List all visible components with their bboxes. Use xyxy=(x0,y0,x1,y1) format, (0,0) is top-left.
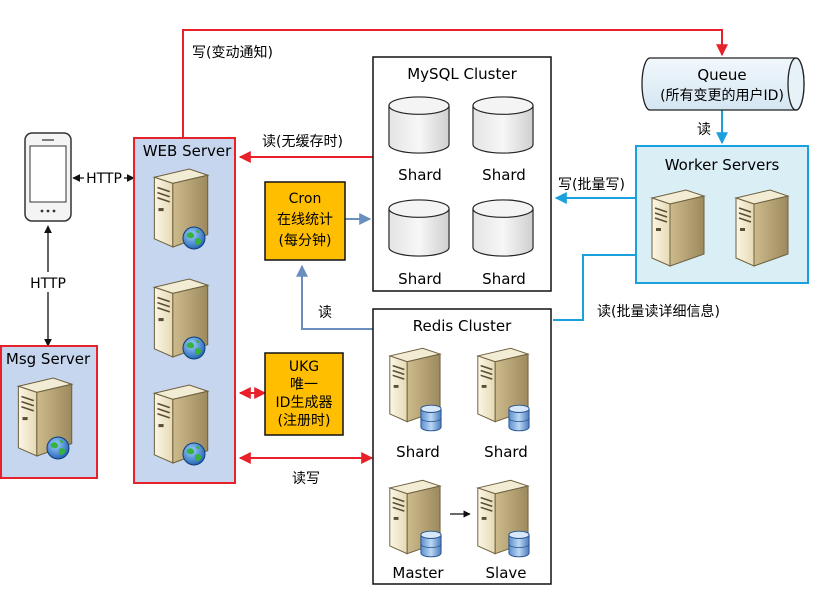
redis-slave-label: Slave xyxy=(486,564,527,582)
mysql-shard-label-3: Shard xyxy=(398,270,442,288)
cron-box xyxy=(264,181,346,261)
msg-server-title: Msg Server xyxy=(6,350,91,368)
read-nocache-label: 读(无缓存时) xyxy=(262,133,343,150)
globe-icon xyxy=(182,336,206,360)
redis-master-label: Master xyxy=(392,564,444,582)
worker-server-icon-1 xyxy=(651,189,705,267)
ukg-line-1: UKG xyxy=(289,359,319,375)
worker-server-icon-2 xyxy=(735,189,789,267)
redis-cron-read-label: 读 xyxy=(318,304,332,321)
mysql-shard-cylinder-4 xyxy=(472,199,534,257)
globe-icon xyxy=(182,442,206,466)
http-label-horizontal: HTTP xyxy=(86,171,122,187)
queue-title: Queue xyxy=(697,66,746,84)
cron-line-3: (每分钟) xyxy=(279,232,332,249)
mysql-shard-label-2: Shard xyxy=(482,166,526,184)
mysql-shard-label-1: Shard xyxy=(398,166,442,184)
database-icon xyxy=(508,404,530,432)
mysql-shard-cylinder-2 xyxy=(472,96,534,154)
cron-line-2: 在线统计 xyxy=(277,212,333,228)
read-batch-detail-connector xyxy=(553,254,636,321)
write-batch-label: 写(批量写) xyxy=(558,177,625,193)
ukg-line-2: 唯一 xyxy=(290,377,318,393)
queue-read-label: 读 xyxy=(697,121,711,138)
queue-cylinder xyxy=(641,57,805,111)
write-notify-label: 写(变动通知) xyxy=(192,44,273,61)
database-icon xyxy=(508,530,530,558)
http-label-vertical: HTTP xyxy=(30,276,66,292)
queue-subtitle: (所有变更的用户ID) xyxy=(660,87,784,104)
redis-shard-label-2: Shard xyxy=(484,443,528,461)
ukg-box xyxy=(264,352,344,436)
mysql-shard-cylinder-3 xyxy=(388,199,450,257)
database-icon xyxy=(420,530,442,558)
globe-icon xyxy=(182,226,206,250)
redis-to-cron-connector xyxy=(296,264,373,330)
ukg-line-3: ID生成器 xyxy=(276,395,333,411)
database-icon xyxy=(420,404,442,432)
mysql-shard-cylinder-1 xyxy=(388,96,450,154)
read-batch-detail-label: 读(批量读详细信息) xyxy=(597,303,720,320)
ukg-line-4: (注册时) xyxy=(278,413,331,429)
web-server-title: WEB Server xyxy=(143,142,232,160)
redis-cluster-title: Redis Cluster xyxy=(413,317,512,335)
redis-shard-label-1: Shard xyxy=(396,443,440,461)
mysql-cluster-title: MySQL Cluster xyxy=(407,65,517,83)
cron-line-1: Cron xyxy=(289,191,322,207)
write-notify-connector xyxy=(182,29,728,138)
mysql-shard-label-4: Shard xyxy=(482,270,526,288)
read-write-label: 读写 xyxy=(292,470,320,487)
phone-icon xyxy=(24,132,72,222)
worker-servers-title: Worker Servers xyxy=(665,156,780,174)
globe-icon xyxy=(46,436,70,460)
